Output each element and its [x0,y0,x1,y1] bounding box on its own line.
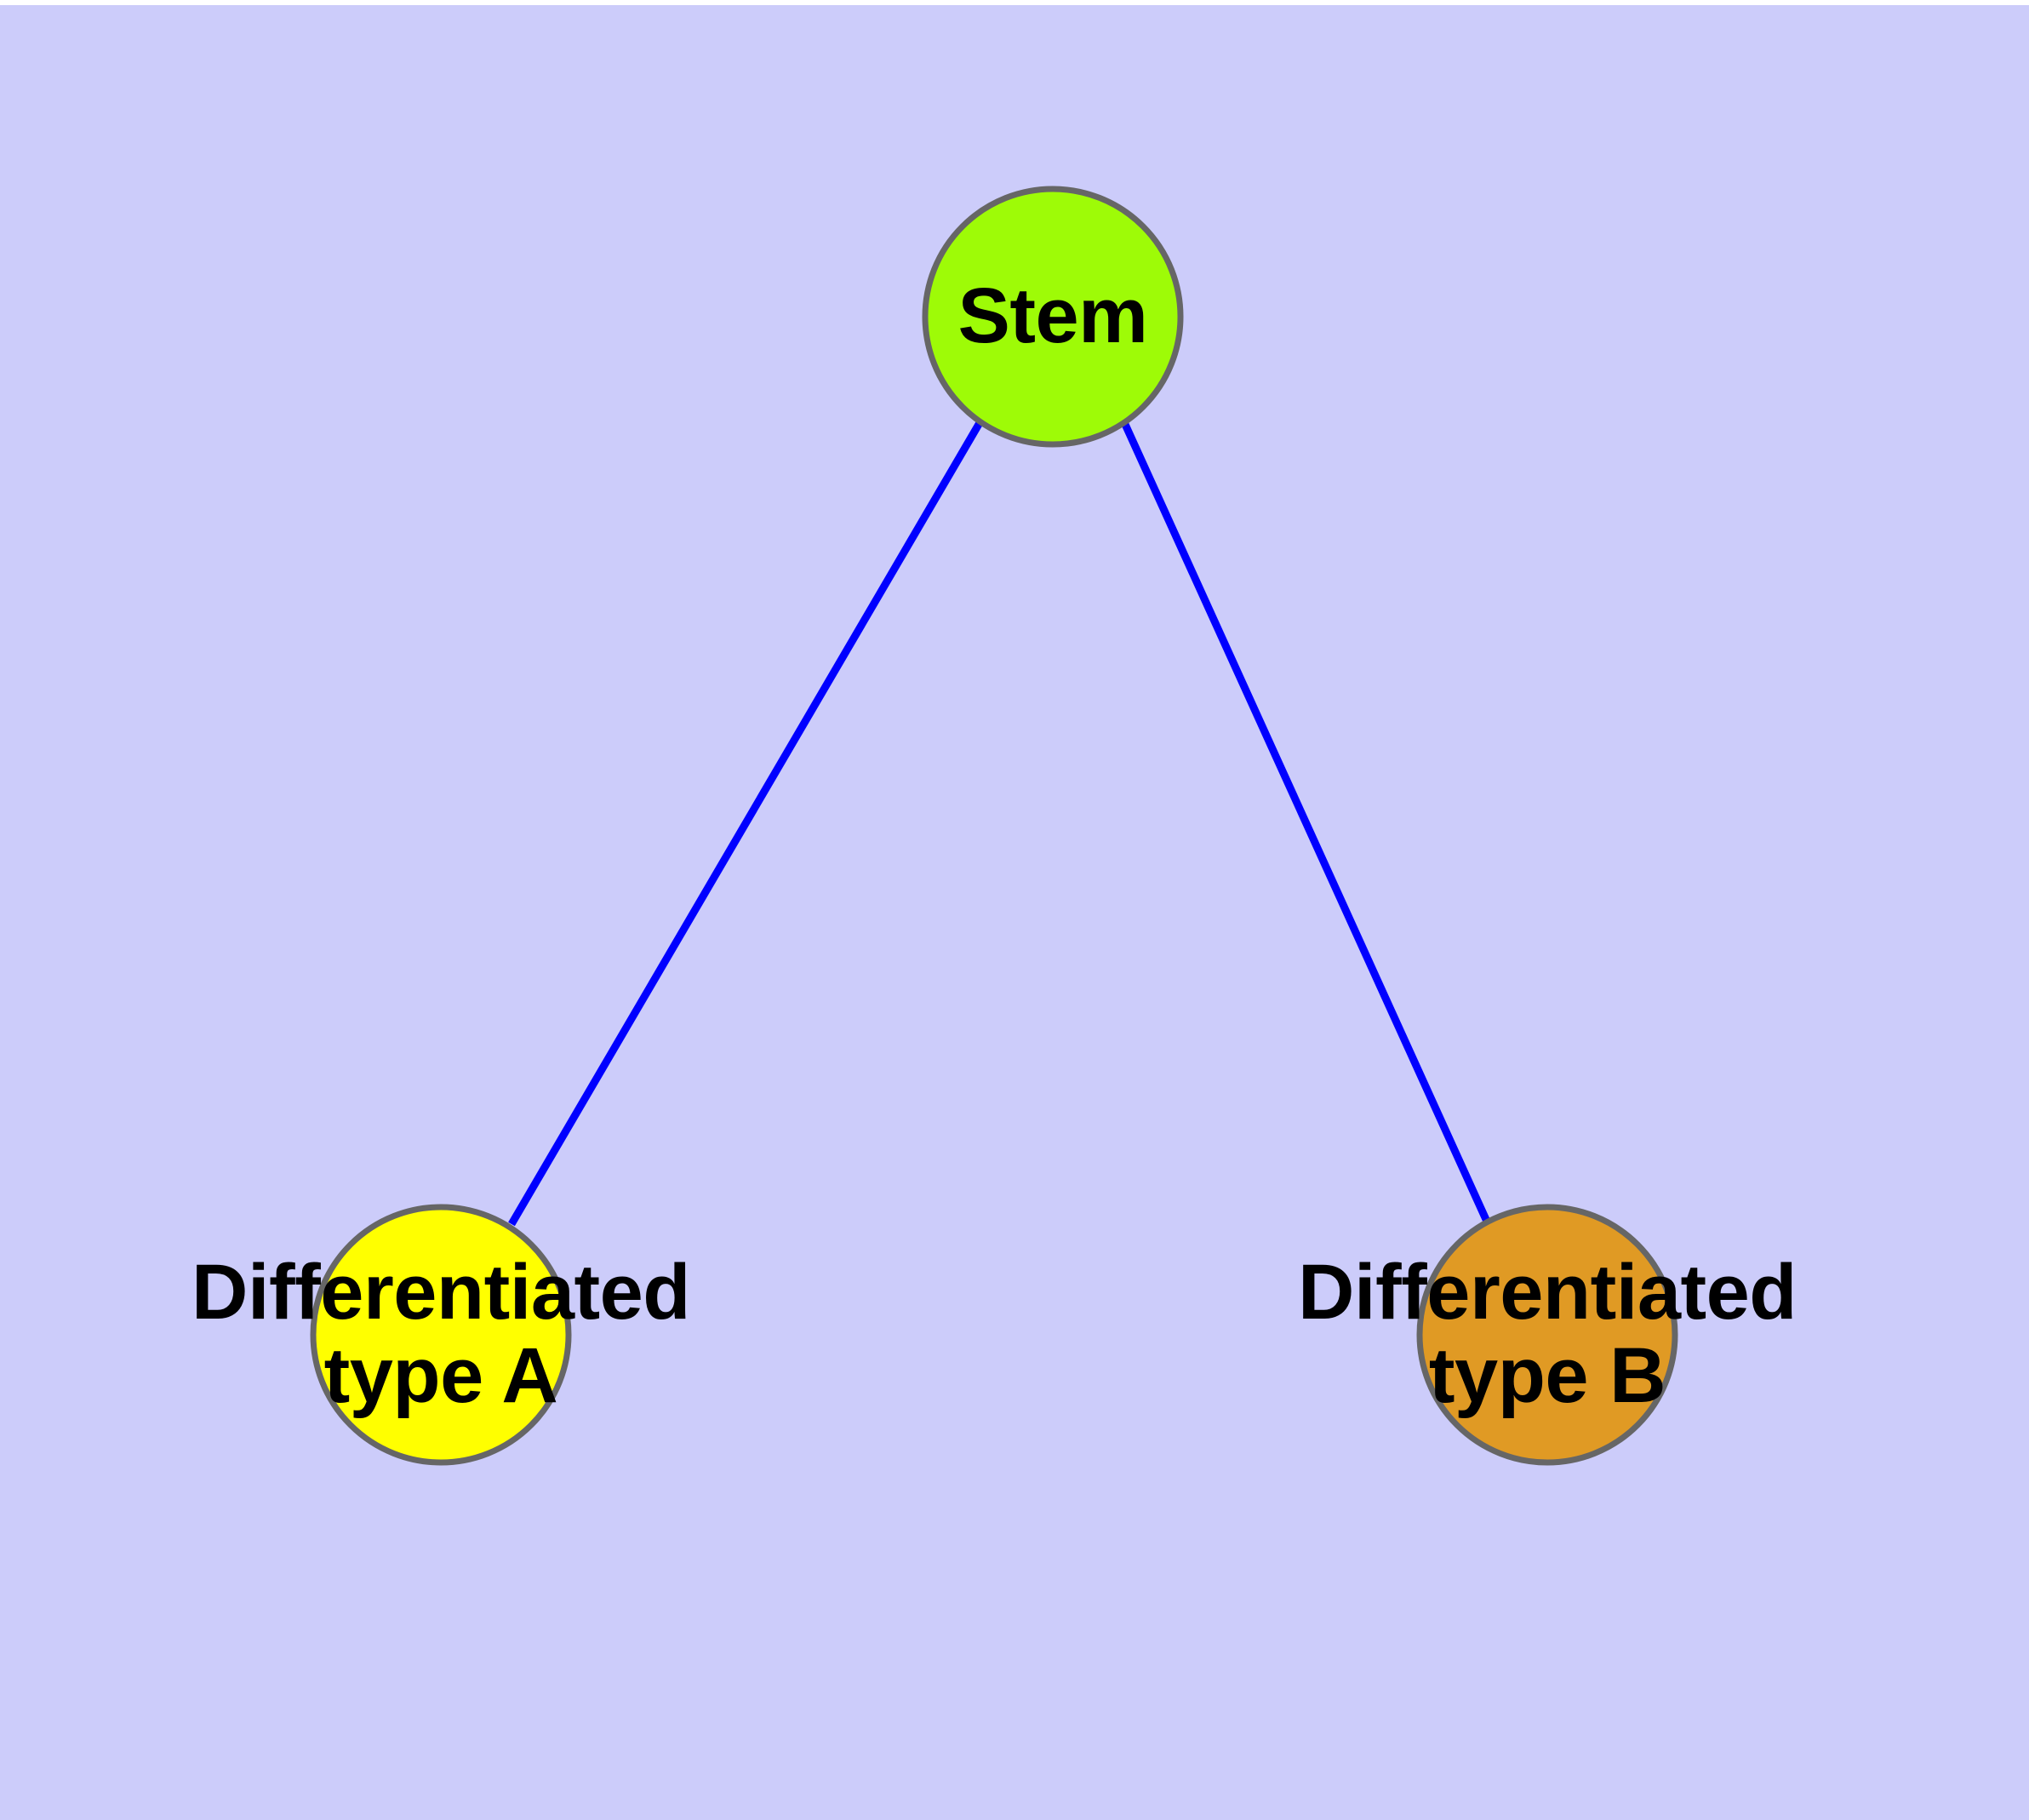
edge-stem-to-diff-b [1119,419,1492,1225]
node-circle-diff-b[interactable] [1416,1204,1678,1466]
node-circle-stem[interactable] [922,186,1184,448]
node-layer [310,186,1678,1466]
edge-stem-to-diff-a [508,419,984,1227]
edge-layer [508,419,1492,1227]
node-circle-diff-a[interactable] [310,1204,572,1466]
